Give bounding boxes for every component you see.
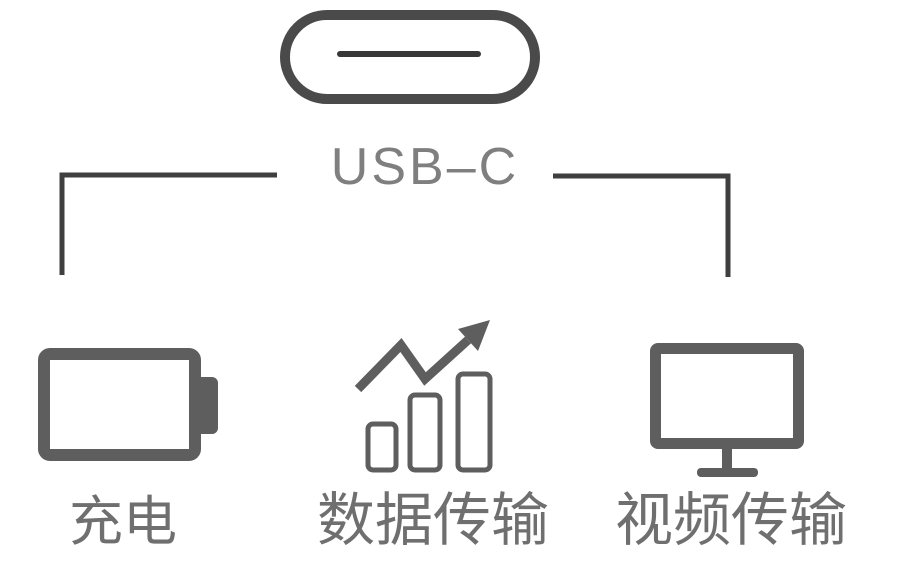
- battery-charging-icon: [38, 348, 201, 461]
- monitor-stand-stem: [722, 449, 732, 470]
- usb-c-port-slot: [337, 51, 481, 57]
- usb-c-title: USB–C: [330, 138, 520, 196]
- feature-label-video-transfer: 视频传输: [614, 488, 847, 553]
- feature-label-data-transfer: 数据传输: [316, 488, 549, 553]
- usb-c-port-icon: [280, 10, 540, 104]
- chart-bar-medium: [407, 392, 443, 473]
- growth-arrow-head: [458, 320, 490, 351]
- monitor-icon: [650, 343, 804, 449]
- battery-terminal: [200, 377, 218, 434]
- chart-bar-small: [365, 421, 399, 473]
- monitor-stand-base: [697, 468, 758, 477]
- branch-line-right: [553, 173, 731, 277]
- data-transfer-chart-icon: [354, 320, 493, 473]
- growth-arrow-line: [354, 336, 472, 393]
- branch-line-left: [59, 172, 277, 275]
- chart-bar-large: [455, 371, 493, 473]
- feature-label-charging: 充电: [69, 492, 177, 552]
